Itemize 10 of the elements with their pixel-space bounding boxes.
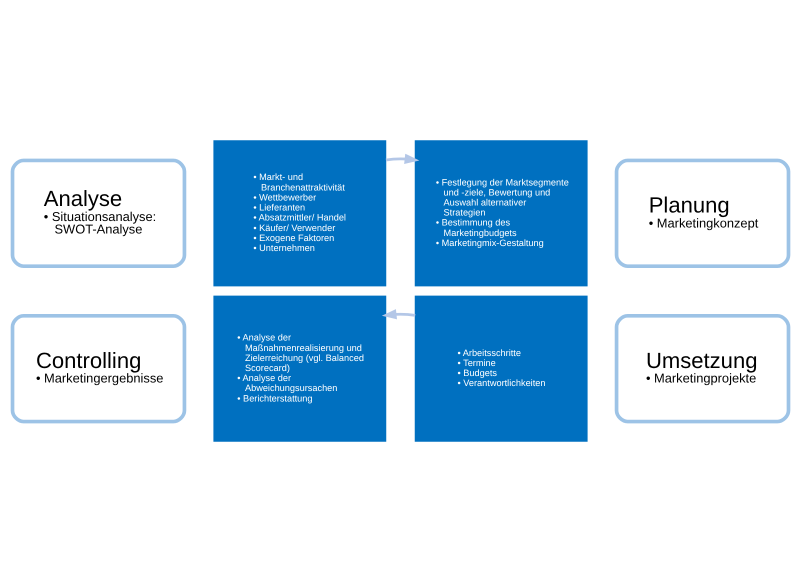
node-box: Planung • Marketingkonzept (614, 158, 790, 268)
arrow (386, 154, 420, 164)
node-box: • Arbeitsschritte • Termine • Budgets • Verantwortlichkeiten (414, 296, 588, 442)
node-box: Controlling • Marketingergebnisse (10, 314, 186, 424)
node-box: Umsetzung • Marketingprojekte (614, 314, 790, 424)
arrow (382, 309, 416, 320)
node-box: • Analyse der Maßnahmenrealisierung und Zielerreichung (vgl. Balanced Scorecard) • Analyse der Abweichungsursachen • Berichterstattung (213, 296, 386, 442)
node-box: • Festlegung der Marktsegmente und -ziele, Bewertung und Auswahl alternativer Strategien • Bestimmung des Marketingbudgets • Marketingmix-Gestaltung (414, 140, 588, 286)
node-box: Analyse • Situationsanalyse: SWOT-Analyse (10, 158, 186, 268)
node-box: • Markt- und Branchenattraktivität • Wettbewerber • Lieferanten • Absatzmittler/ Handel • Käufer/ Verwender • Exogene Faktoren • Unternehmen (213, 140, 386, 286)
